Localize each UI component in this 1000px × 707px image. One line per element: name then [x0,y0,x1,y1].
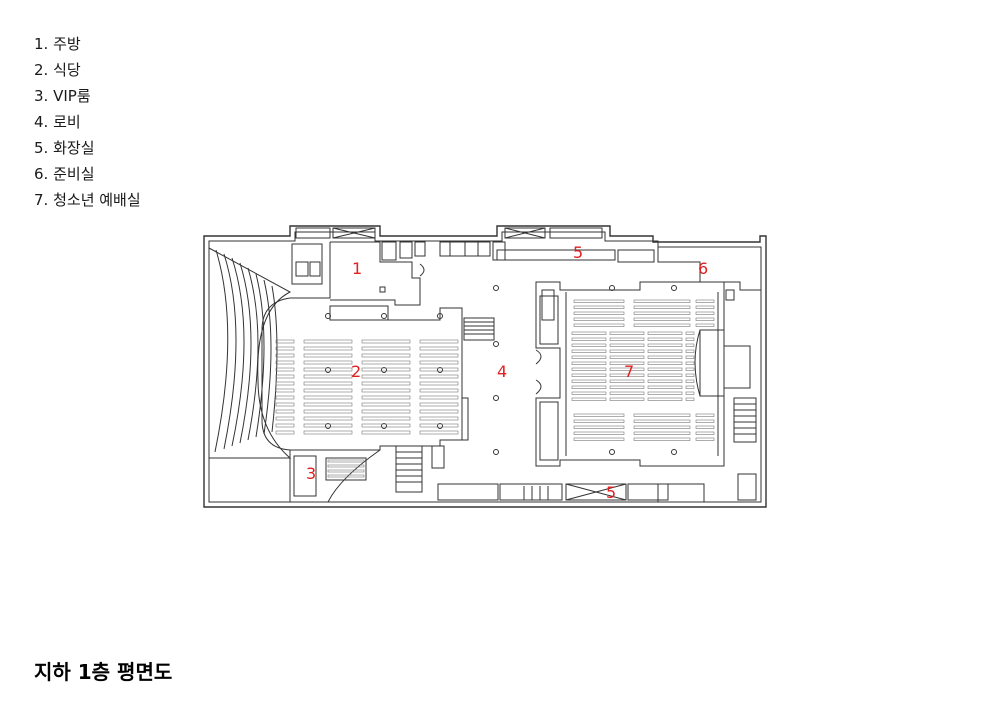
legend-item-prep-room: 6. 준비실 [34,165,95,183]
curved-ramp [208,247,292,459]
outer-wall [203,225,767,508]
room-label-dining: 2 [351,362,361,381]
legend-item-lobby: 4. 로비 [34,113,81,131]
legend-item-dining: 2. 식당 [34,61,81,79]
prep-room-wall [657,247,761,291]
room-label-restroom-north: 5 [573,243,583,262]
room-label-prep-room: 6 [698,259,708,278]
dining-tables [275,339,459,435]
room-label-vip-room: 3 [306,464,316,483]
legend-item-youth-chapel: 7. 청소년 예배실 [34,191,141,209]
legend-item-vip-room: 3. VIP룸 [34,87,91,105]
room-label-restroom-south: 5 [606,483,616,502]
vip-seats [327,459,365,478]
page-title: 지하 1층 평면도 [34,660,173,684]
room-label-youth-chapel: 7 [624,362,634,381]
kitchen-wall [290,241,421,306]
chapel-seats [571,299,715,441]
room-label-kitchen: 1 [352,259,362,278]
room-legend: 1. 주방 2. 식당 3. VIP룸 4. 로비 5. 화장실 6. 준비실 … [34,31,141,213]
room-label-lobby: 4 [497,362,507,381]
inner-wall [208,231,762,503]
legend-item-kitchen: 1. 주방 [34,35,81,53]
dining-wall [261,297,463,451]
legend-item-restroom: 5. 화장실 [34,139,95,157]
